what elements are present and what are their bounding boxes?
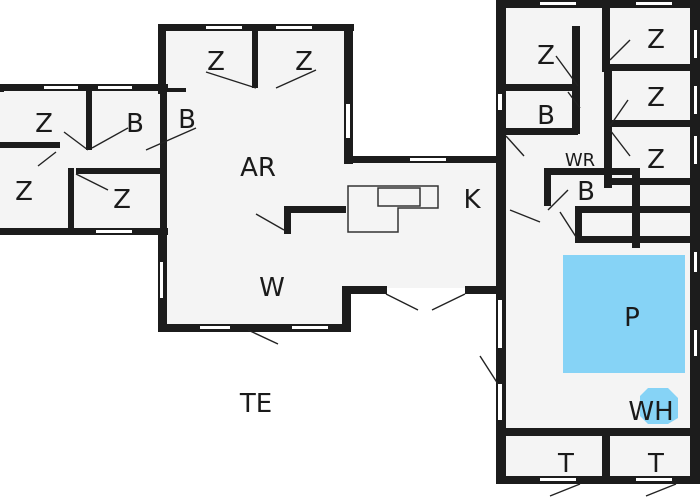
room-label-bedroom-2: Z (15, 177, 33, 207)
room-label-bedroom-9: Z (647, 145, 665, 175)
whirlpool-octagon (640, 388, 678, 424)
kitchen-counter (347, 185, 439, 233)
room-label-bedroom-1: Z (35, 109, 53, 139)
room-label-whirlpool: WH (628, 397, 673, 427)
room-label-bathroom-4: B (577, 177, 595, 207)
room-label-utility: WR (565, 150, 595, 171)
room-label-living: AR (240, 153, 276, 183)
room-label-bathroom-3: B (537, 101, 555, 131)
room-label-toilet-1: T (557, 449, 574, 479)
room-label-lounge: W (259, 273, 285, 303)
room-label-bedroom-4: Z (207, 47, 225, 77)
pool-area (563, 255, 685, 373)
room-label-bathroom-1: B (126, 109, 144, 139)
room-label-kitchen: K (463, 185, 481, 215)
room-label-bathroom-2: B (178, 105, 196, 135)
room-label-bedroom-6: Z (537, 41, 555, 71)
room-label-bedroom-8: Z (647, 83, 665, 113)
room-labels: Z B B Z Z Z Z AR K W TE Z B Z Z Z WR B P… (15, 25, 674, 479)
room-label-toilet-2: T (647, 449, 664, 479)
room-label-pool: P (624, 303, 640, 333)
room-label-bedroom-3: Z (113, 185, 131, 215)
room-label-bedroom-5: Z (295, 47, 313, 77)
room-label-terrace: TE (239, 389, 272, 419)
windows (44, 2, 697, 481)
doors (37, 39, 677, 497)
room-label-bedroom-7: Z (647, 25, 665, 55)
walls (0, 0, 700, 484)
